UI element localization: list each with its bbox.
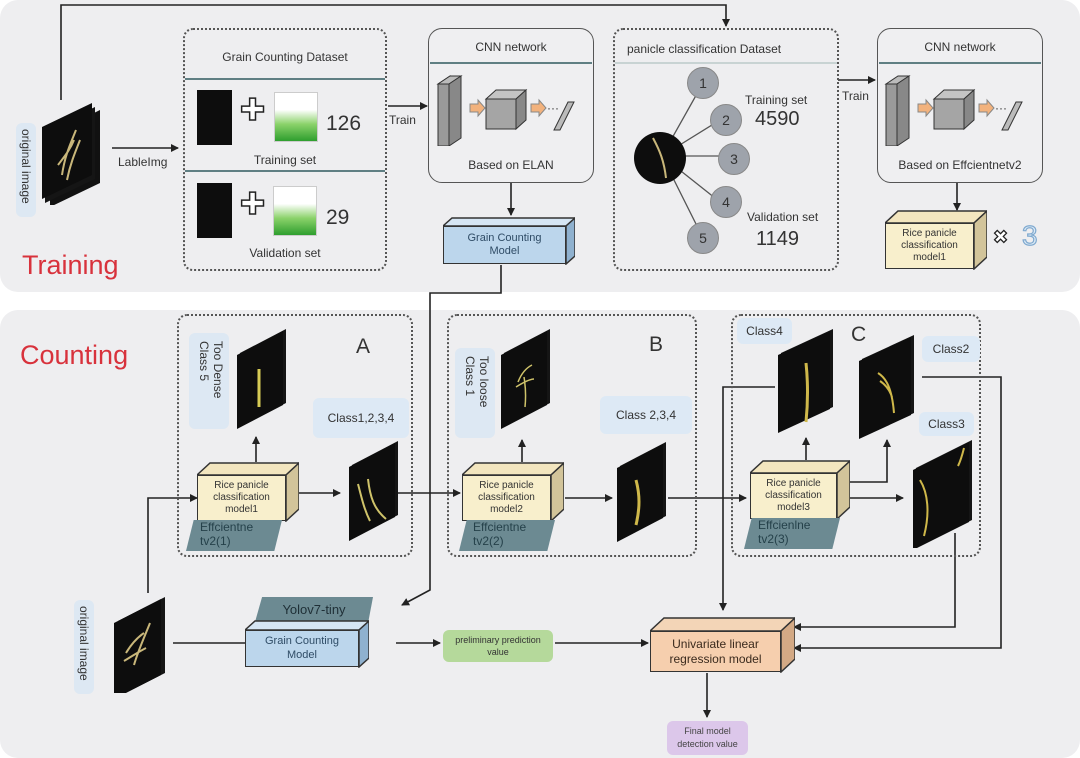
panicle-training-label: Training set [745,93,808,107]
wire-C-to-class2 [848,439,891,483]
too-dense-label: Too Dense Class 5 [189,333,229,429]
stage-a-letter: A [356,335,371,358]
original-image-stack [42,103,100,205]
train-label-2: Train [842,89,869,103]
cnn1-caption: Based on ELAN [468,158,554,172]
classification-model-1-label: Rice panicle classification model1 [197,475,286,521]
too-loose-image-stack [501,329,550,429]
grain-validation-label: Validation set [249,246,321,260]
svg-text:···: ··· [995,101,1007,115]
class4-label: Class4 [737,318,792,344]
training-thumb-image [197,90,232,145]
cnn-layers-icon: ··· [884,75,1023,146]
stage-a-box [177,314,413,557]
annotation-file-icon [273,186,317,236]
class-234-image-stack [617,442,666,542]
panicle-validation-count: 1149 [756,228,800,250]
classification-model-training: Rice panicle classification model1 [885,210,987,270]
class4-image-stack [778,329,833,433]
labelimg-label: LableImg [118,155,168,169]
backbone-label-3: Effcienlne tv2(3) [744,518,840,549]
class2-label: Class2 [922,336,980,362]
cnn-layers-icon: ··· [436,75,575,146]
class-node-1: 1 [687,67,719,99]
panicle-dataset-box [613,28,839,271]
yolov7-tiny-label: Yolov7-tiny [255,597,373,622]
too-loose-label: Too loose Class 1 [455,348,495,438]
grain-counting-model-counting-label: Grain Counting Model [245,630,359,667]
grain-counting-model-counting: Grain Counting Model [245,620,369,668]
class2-image-stack [859,335,914,439]
grain-dataset-title: Grain Counting Dataset [222,50,348,64]
grain-dataset-divider-1 [185,78,385,80]
classification-model-2-label: Rice panicle classification model2 [462,475,551,521]
preliminary-prediction-box [443,630,553,662]
class3-label: Class3 [919,412,974,436]
cnn1-divider [430,62,592,64]
counting-original-image-label: original image [74,600,94,694]
grain-dataset-box [183,28,387,271]
final-detection-label: Final model detection value [677,726,738,749]
classification-model-3: Rice panicle classification model3 [750,460,850,520]
panicle-class-spokes [634,82,728,239]
classification-model-1: Rice panicle classification model1 [197,462,299,522]
wire-class4-to-regression [719,386,775,611]
class-node-3: 3 [718,143,750,175]
grain-counting-model-training: Grain Counting Model [443,217,575,265]
class-node-4: 4 [710,186,742,218]
class3-image-stack [913,440,972,548]
classification-model-2: Rice panicle classification model2 [462,462,564,522]
backbone-label-2: Effcientne tv2(2) [459,520,555,551]
grain-dataset-divider-2 [185,170,385,172]
class-node-5: 5 [687,222,719,254]
multiply-icon: ✖ [992,226,1009,247]
wire-class2-to-regression [793,376,1002,652]
wire-class3-to-regression [793,533,956,631]
counting-section-title: Counting [20,340,129,370]
stage-c-box [731,314,981,557]
wire-orig-to-stageA [147,494,198,593]
backbone-label-1: Effcientne tv2(1) [186,520,282,551]
grain-training-label: Training set [253,153,317,167]
grain-validation-count: 29 [326,206,350,229]
stage-c-letter: C [851,323,867,346]
cnn2-caption: Based on Effcientnetv2 [898,158,1022,172]
grain-training-count: 126 [326,112,362,135]
plus-icon: ✚ [239,94,266,127]
panicle-dataset-title: panicle classification Dataset [627,42,782,56]
train-label-1: Train [389,113,416,127]
too-dense-image-stack [237,329,286,429]
cnn2-title: CNN network [924,40,996,54]
cnn2-divider [879,62,1041,64]
annotation-file-icon [274,92,318,142]
training-section-title: Training [22,250,119,280]
multiplier-count: 3 [1021,219,1038,251]
stage-b-letter: B [649,333,664,356]
wire-original-to-panicle [60,4,730,100]
plus-icon: ✚ [239,188,266,221]
panicle-validation-label: Validation set [747,210,819,224]
validation-thumb-image [197,183,232,238]
stage-b-box [447,314,697,557]
classification-model-training-label: Rice panicle classification model1 [885,223,974,269]
preliminary-prediction-label: preliminary prediction value [455,635,541,657]
classification-model-3-label: Rice panicle classification model3 [750,473,837,519]
wire-grain-to-yolo [401,265,502,606]
panicle-dataset-divider [615,62,837,64]
regression-model: Univariate linear regression model [650,617,795,673]
original-image-label: original image [16,123,36,217]
panicle-training-count: 4590 [755,108,800,130]
regression-model-label: Univariate linear regression model [650,631,781,672]
class-1234-label: Class1,2,3,4 [313,398,409,438]
counting-original-image-stack [114,597,165,693]
svg-text:···: ··· [547,101,559,115]
final-detection-box [667,721,748,755]
grain-counting-model-training-label: Grain Counting Model [443,226,566,264]
class-node-2: 2 [710,104,742,136]
cnn1-title: CNN network [475,40,547,54]
class-1234-image-stack [349,441,398,541]
class-234-label: Class 2,3,4 [600,396,692,434]
